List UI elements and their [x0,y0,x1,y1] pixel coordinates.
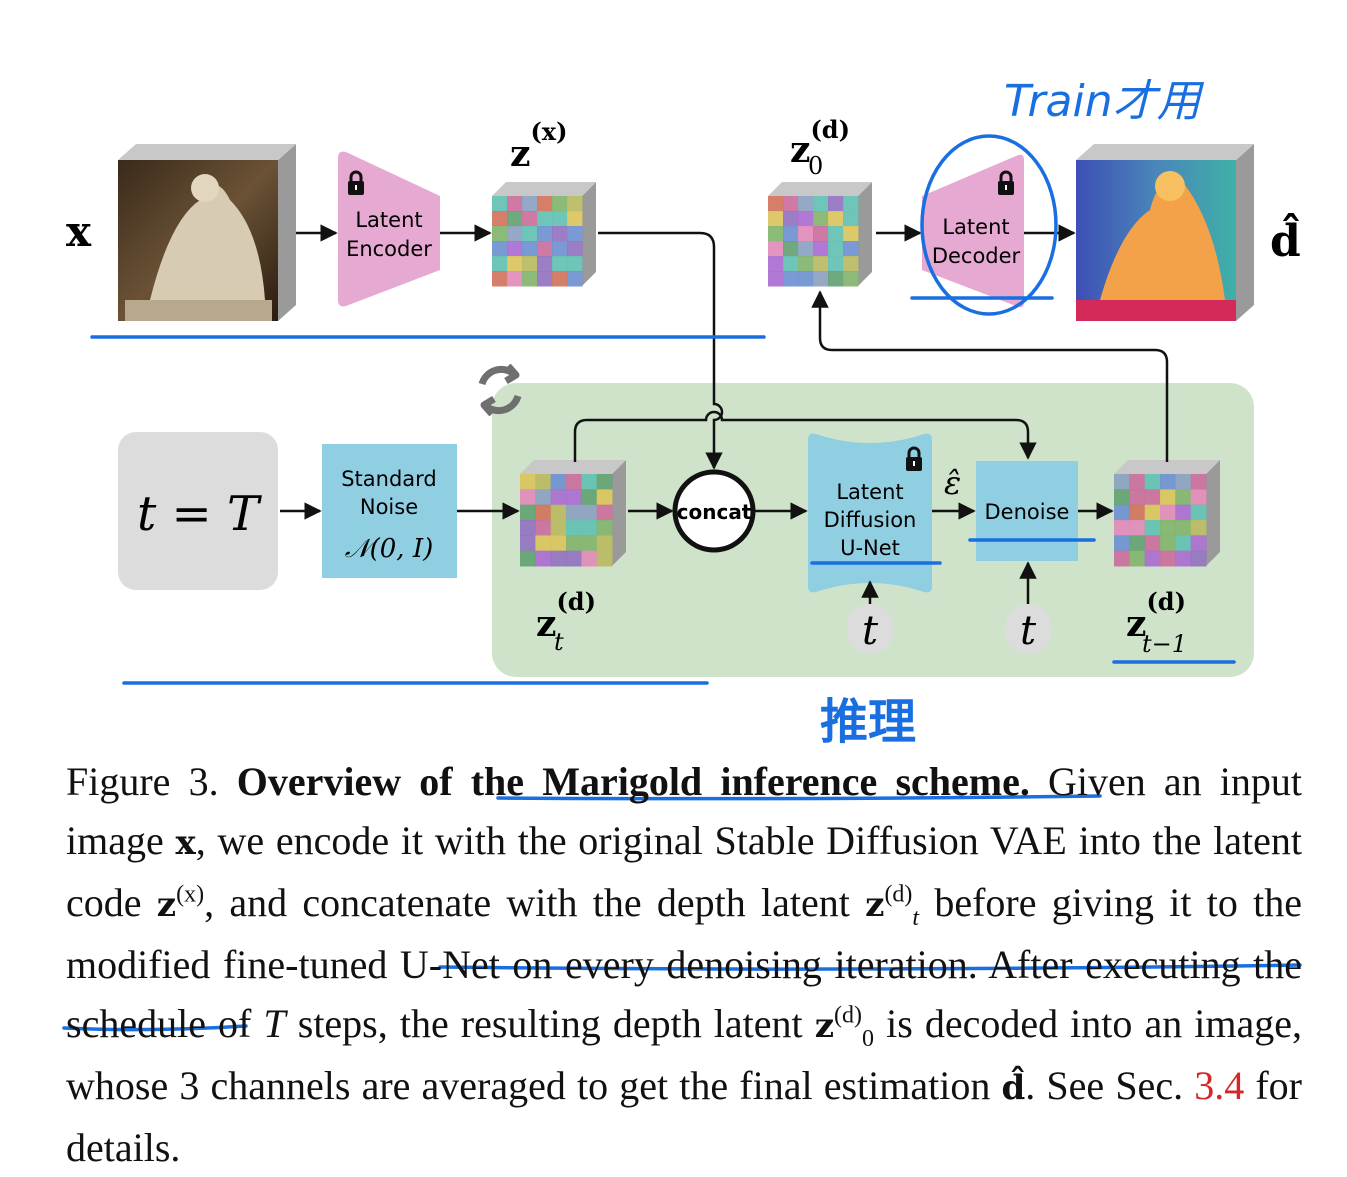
denoise-box: Denoise [976,461,1078,561]
unet-line1: Latent [836,480,903,504]
timestep-label: t = T [137,486,262,542]
standard-noise-box: Standard Noise 𝒩(0, I) [322,444,457,578]
zt1-label: z(d)t−1 [1126,587,1187,658]
unet-line3: U-Net [840,536,900,560]
caption-title: Overview of the Marigold inference schem… [236,759,1030,804]
noise-line2: Noise [360,495,418,519]
section-ref-link[interactable]: 3.4 [1194,1063,1245,1108]
zt-label: z(d)t [536,587,596,656]
noise-formula: 𝒩(0, I) [345,534,434,564]
depth-output-image [1076,144,1254,321]
eps-hat-label: ε̂ [944,464,961,502]
arrow-zt1-z0-loop [811,290,1169,462]
latent-encoder: Latent Encoder [338,151,440,307]
denoise-label: Denoise [985,500,1070,524]
unet-t-label: t [862,608,879,654]
inference-note: 推理 [820,694,916,750]
output-label: d̂ [1270,211,1301,267]
latent-z0-cube [768,182,872,287]
zx-label: z(x) [510,117,567,175]
arrow-zt-denoise-skip [573,410,1037,462]
encoder-line1: Latent [355,208,422,232]
arrow-zx-concat [598,231,724,470]
noise-line1: Standard [341,467,437,491]
decoder-line1: Latent [942,215,1009,239]
encoder-line2: Encoder [346,237,432,261]
annotation-marks [62,134,1302,1032]
latent-zt-cube [520,460,626,567]
decoder-line2: Decoder [932,244,1021,268]
latent-diffusion-unet: Latent Diffusion U-Net [808,433,932,593]
concat-node: concat [672,469,756,553]
figure-label: Figure 3. [66,759,219,804]
refresh-icon [478,363,522,417]
train-note: Train才用 [1004,76,1205,127]
concat-label: concat [677,500,752,524]
unet-t-input: t [847,580,893,654]
denoise-t-label: t [1020,608,1037,654]
figure-caption: Figure 3. Overview of the Marigold infer… [66,759,1303,1170]
latent-zt1-cube [1114,460,1220,567]
z0-label: z(d)0 [790,115,850,180]
denoise-t-input: t [1005,561,1051,654]
latent-zx-cube [492,182,596,287]
input-label: x [66,207,92,256]
latent-decoder: Latent Decoder [922,154,1024,308]
input-image [118,144,296,321]
timestep-box [118,432,278,590]
unet-line2: Diffusion [824,508,917,532]
